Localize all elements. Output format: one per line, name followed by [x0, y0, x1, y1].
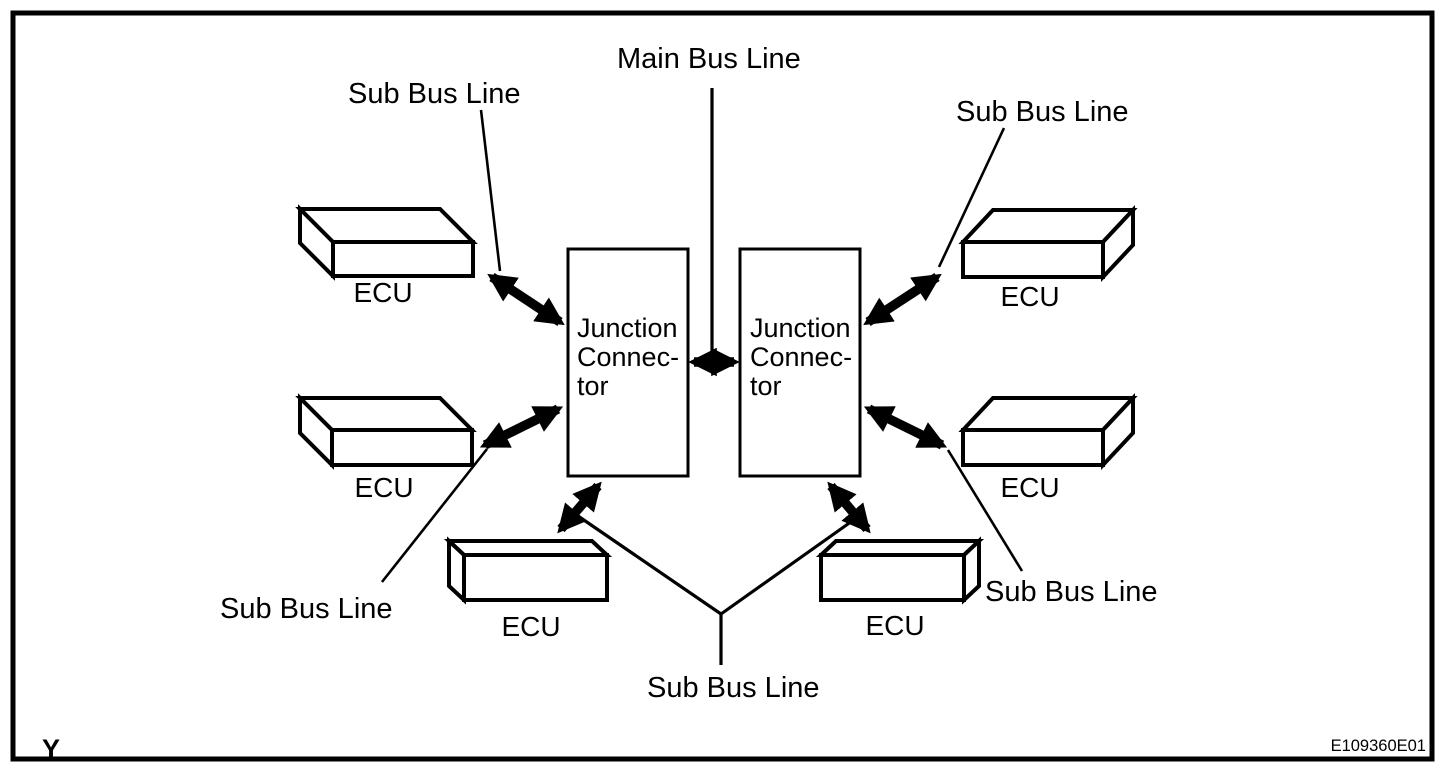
- diagram-frame: [10, 10, 1435, 762]
- sub-bus-leader-top-left: [479, 109, 502, 272]
- sub-bus-arrow-top-right: [863, 273, 942, 326]
- sub-bus-line-label-mid-right: Sub Bus Line: [985, 576, 1158, 608]
- sub-bus-leader-mid-left: [380, 448, 489, 583]
- sub-bus-line-label-mid-left: Sub Bus Line: [220, 593, 393, 625]
- ecu-box-top-left: [295, 204, 478, 281]
- ecu-box-bottom-left: [443, 536, 613, 605]
- sub-bus-line-label-bottom: Sub Bus Line: [647, 672, 820, 704]
- junction-left-line1: Junction: [577, 313, 678, 343]
- junction-connector-left-box: [566, 247, 690, 478]
- junction-left-line2: Connec-: [577, 342, 679, 372]
- sub-bus-leader-top-right: [937, 127, 1006, 268]
- ecu-label-bottom-right: ECU: [865, 610, 924, 641]
- ecu-label-top-left: ECU: [353, 277, 412, 308]
- figure-code: E109360E01: [1331, 737, 1426, 755]
- junction-connector-left-label: Junction Connec- tor: [577, 313, 679, 401]
- ecu-label-mid-right: ECU: [1000, 472, 1059, 503]
- ecu-box-top-right: [958, 204, 1138, 283]
- sub-bus-leader-mid-right: [946, 449, 1024, 572]
- sub-bus-line-label-top-right: Sub Bus Line: [956, 96, 1129, 128]
- junction-right-line3: tor: [750, 371, 782, 401]
- ecu-label-bottom-left: ECU: [501, 611, 560, 642]
- ecu-box-bottom-right: [815, 536, 985, 605]
- sub-bus-arrow-mid-left: [479, 404, 564, 450]
- junction-right-line2: Connec-: [750, 342, 852, 372]
- corner-mark: Y: [42, 734, 60, 764]
- ecu-box-mid-left: [295, 393, 477, 470]
- junction-connector-right-box: [738, 247, 862, 478]
- ecu-label-top-right: ECU: [1000, 281, 1059, 312]
- ecu-box-mid-right: [958, 392, 1138, 471]
- sub-bus-line-label-top-left: Sub Bus Line: [348, 78, 521, 110]
- junction-right-line1: Junction: [750, 313, 851, 343]
- sub-bus-arrow-bottom-right: [827, 481, 871, 534]
- sub-bus-arrow-top-left: [487, 273, 565, 326]
- sub-bus-leader-bottom-left-branch: [577, 514, 722, 616]
- junction-left-line3: tor: [577, 371, 609, 401]
- sub-bus-arrow-bottom-left: [557, 481, 602, 534]
- junction-connector-right-label: Junction Connec- tor: [750, 313, 852, 401]
- ecu-label-mid-left: ECU: [354, 472, 413, 503]
- main-bus-line-label: Main Bus Line: [617, 43, 801, 75]
- sub-bus-arrow-mid-right: [863, 404, 948, 450]
